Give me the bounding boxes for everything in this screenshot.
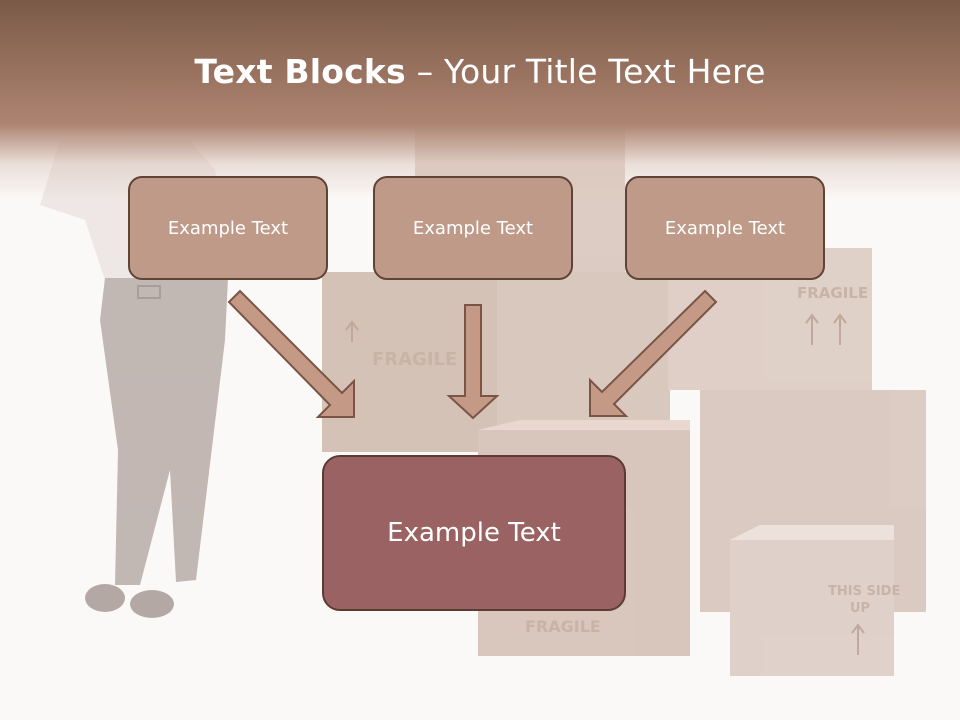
- title-bold: Text Blocks: [194, 52, 406, 91]
- text-block-right[interactable]: Example Text: [625, 176, 825, 280]
- text-block-center[interactable]: Example Text: [373, 176, 573, 280]
- slide-title: Text Blocks – Your Title Text Here: [0, 52, 960, 91]
- text-block-right-label: Example Text: [664, 217, 786, 239]
- title-rest: Your Title Text Here: [443, 52, 766, 91]
- text-block-left-label: Example Text: [167, 217, 289, 239]
- box-label-up: UP: [850, 601, 870, 616]
- text-block-main-label: Example Text: [387, 518, 561, 548]
- text-block-left[interactable]: Example Text: [128, 176, 328, 280]
- box-label-fragile-3: FRAGILE: [525, 617, 601, 636]
- box-label-fragile-2: FRAGILE: [797, 284, 868, 302]
- box-label-fragile-1: FRAGILE: [372, 349, 457, 370]
- header-band: [0, 0, 960, 200]
- title-dash: –: [405, 52, 444, 91]
- box-label-this-side: THIS SIDE: [828, 584, 900, 599]
- box-markings: FRAGILE FRAGILE FRAGILE THIS SIDE UP: [345, 284, 900, 655]
- text-block-main[interactable]: Example Text: [322, 455, 626, 611]
- text-block-center-label: Example Text: [412, 217, 534, 239]
